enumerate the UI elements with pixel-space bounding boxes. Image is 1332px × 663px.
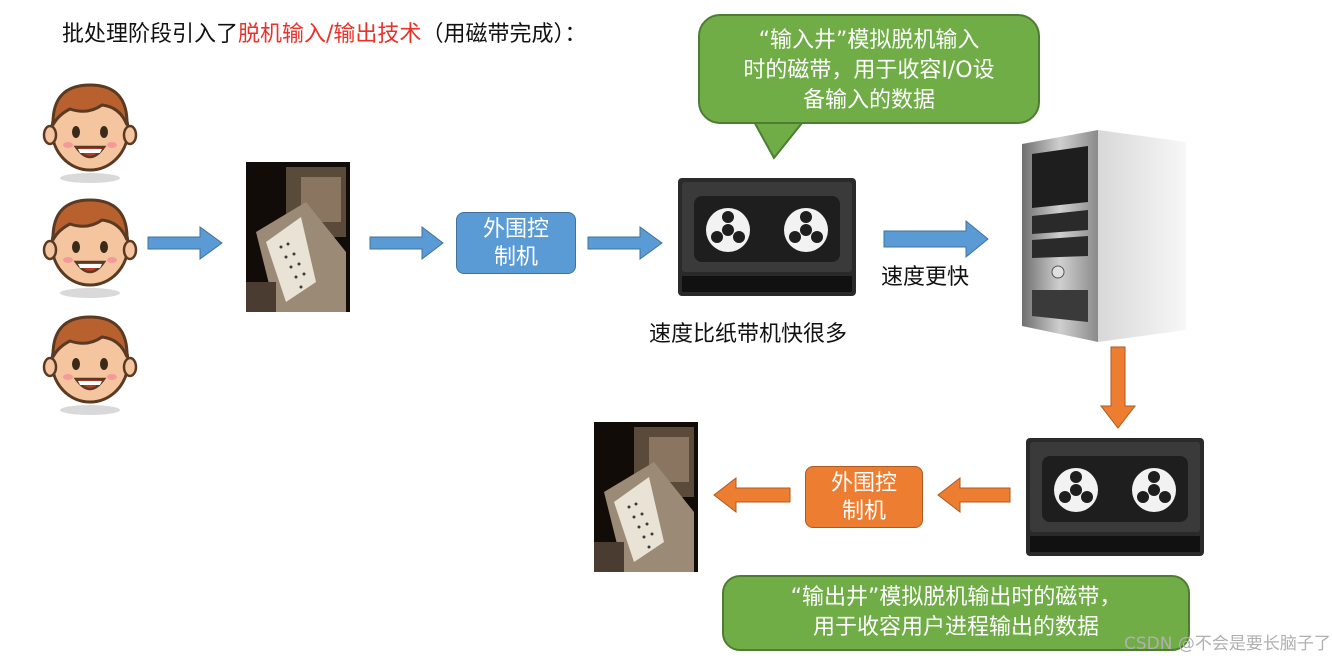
callout-bottom-line1: “输出井”模拟脱机输出时的磁带，: [790, 585, 1122, 610]
peripheral-top-line2: 制机: [493, 245, 538, 270]
arrow-tape-to-computer: [883, 219, 989, 259]
arrow-peripheral-to-tape: [587, 226, 663, 260]
paper-tape-machine-icon: [594, 422, 698, 572]
tape-speed-label: 速度比纸带机快很多: [649, 322, 848, 347]
callout-top-pointer: [750, 117, 809, 160]
arrow-tape-to-peripheral: [937, 476, 1011, 514]
callout-top-line1: “输入井”模拟脱机输入: [758, 28, 980, 53]
arrow-users-to-tape-machine: [147, 226, 223, 260]
callout-top-line2: 时的磁带，用于收容I/O设: [743, 58, 995, 83]
title-suffix: （用磁带完成）：: [421, 22, 587, 47]
peripheral-machine-top: 外围控 制机: [456, 212, 576, 274]
tape-drive-icon: [1026, 438, 1204, 556]
csdn-watermark: CSDN @不会是要长脑子了吧: [1124, 634, 1332, 654]
page-title: 批处理阶段引入了脱机输入/输出技术（用磁带完成）：: [62, 16, 586, 48]
computer-tower-icon: [1022, 130, 1186, 342]
faster-speed-label: 速度更快: [881, 265, 970, 290]
input-well-callout: “输入井”模拟脱机输入 时的磁带，用于收容I/O设 备输入的数据: [698, 14, 1040, 124]
title-highlight: 脱机输入/输出技术: [238, 22, 422, 47]
output-well-callout: “输出井”模拟脱机输出时的磁带， 用于收容用户进程输出的数据: [722, 575, 1190, 651]
peripheral-top-line1: 外围控: [482, 217, 549, 242]
arrow-computer-to-output-tape: [1099, 346, 1137, 429]
callout-top-seam: [754, 116, 804, 122]
paper-tape-machine-icon: [246, 162, 350, 312]
peripheral-machine-bottom: 外围控 制机: [805, 466, 923, 528]
arrow-peripheral-to-tape-machine: [713, 476, 791, 514]
peripheral-bottom-line2: 制机: [841, 499, 886, 524]
callout-bottom-line2: 用于收容用户进程输出的数据: [812, 615, 1099, 640]
tape-drive-icon: [678, 178, 856, 296]
title-prefix: 批处理阶段引入了: [62, 22, 239, 47]
arrow-tape-machine-to-peripheral: [369, 225, 444, 261]
peripheral-bottom-line1: 外围控: [830, 471, 897, 496]
callout-top-line3: 备输入的数据: [802, 88, 935, 113]
